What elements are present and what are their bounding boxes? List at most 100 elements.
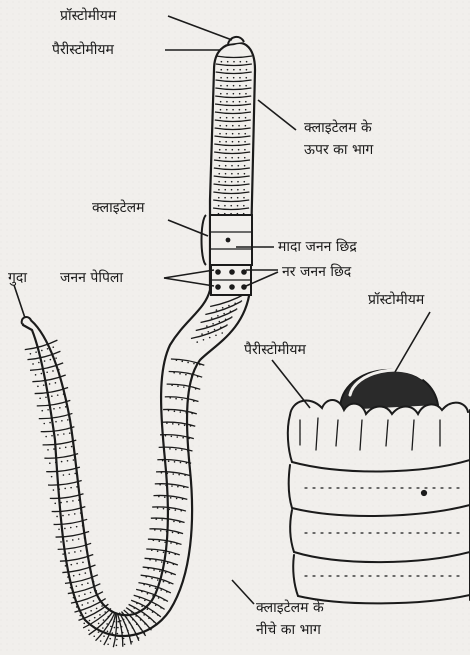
seta-dot [84, 537, 86, 539]
seta-dot [39, 398, 41, 400]
seta-dot [140, 619, 142, 621]
seta-dot [90, 592, 92, 594]
seta-dot [54, 503, 56, 505]
seta-dot [239, 85, 241, 87]
seta-dot [193, 400, 195, 402]
seta-dot [57, 475, 59, 477]
seta-dot [67, 419, 69, 421]
seta-dot [191, 375, 193, 377]
seta-dot [159, 484, 161, 486]
seta-dot [245, 93, 247, 95]
seta-dot [195, 388, 197, 390]
seta-dot [243, 181, 245, 183]
seta-dot [63, 433, 65, 435]
seta-dot [181, 449, 183, 451]
seta-dot [143, 584, 145, 586]
seta-dot [136, 623, 138, 625]
seta-dot [47, 409, 49, 411]
seta-dot [243, 205, 245, 207]
seta-dot [188, 438, 190, 440]
label-female-pore: मादा जनन छिद्र [278, 238, 357, 255]
seta-dot [117, 627, 119, 629]
seta-dot [219, 321, 221, 323]
seta-dot [49, 383, 51, 385]
seta-dot [67, 460, 69, 462]
seta-dot [207, 331, 209, 333]
seta-dot [90, 610, 92, 612]
seta-dot [174, 410, 176, 412]
seta-dot [80, 550, 82, 552]
seta-dot [160, 530, 162, 532]
seta-dot [245, 117, 247, 119]
seta-dot [93, 581, 95, 583]
seta-dot [178, 424, 180, 426]
seta-dot [132, 627, 134, 629]
seta-dot [103, 619, 105, 621]
seta-dot [107, 643, 109, 645]
seta-dot [70, 527, 72, 529]
seta-dot [79, 615, 81, 617]
seta-dot [180, 510, 182, 512]
seta-dot [209, 337, 211, 339]
seta-dot [45, 436, 47, 438]
seta-dot [56, 516, 58, 518]
seta-dot [161, 472, 163, 474]
female-pore-dot [226, 238, 231, 243]
seta-dot [219, 165, 221, 167]
seta-dot [186, 462, 188, 464]
seta-dot [148, 618, 150, 620]
seta-dot [187, 362, 189, 364]
seta-dot [74, 551, 76, 553]
seta-dot [73, 575, 75, 577]
seta-dot [106, 623, 108, 625]
seta-dot [89, 620, 91, 622]
seta-dot [154, 529, 156, 531]
seta-dot [176, 436, 178, 438]
seta-dot [153, 569, 155, 571]
seta-dot [237, 205, 239, 207]
seta-dot [179, 373, 181, 375]
label-clitellum-upper-2: ऊपर का भाग [304, 142, 374, 158]
seta-dot [238, 133, 240, 135]
seta-dot [169, 553, 171, 555]
seta-dot [180, 462, 182, 464]
seta-dot [70, 487, 72, 489]
seta-dot [238, 141, 240, 143]
seta-dot [52, 370, 54, 372]
seta-dot [116, 639, 118, 641]
seta-dot [57, 394, 59, 396]
seta-dot [245, 85, 247, 87]
seta-dot [163, 447, 165, 449]
seta-dot [238, 157, 240, 159]
seta-dot [193, 363, 195, 365]
seta-dot [59, 407, 61, 409]
seta-dot [226, 109, 228, 111]
seta-dot [231, 316, 233, 318]
seta-dot [163, 599, 165, 601]
label-prostomium-detail: प्रॉस्टोमीयम [368, 291, 425, 308]
seta-dot [35, 374, 37, 376]
seta-dot [206, 325, 208, 327]
seta-dot [153, 540, 155, 542]
seta-dot [225, 173, 227, 175]
seta-dot [55, 357, 57, 359]
seta-dot [246, 69, 248, 71]
seta-dot [238, 125, 240, 127]
seta-dot [196, 341, 198, 343]
seta-dot [238, 117, 240, 119]
seta-dot [177, 486, 179, 488]
seta-dot [72, 500, 74, 502]
seta-dot [236, 308, 238, 310]
seta-dot [245, 77, 247, 79]
seta-dot [61, 461, 63, 463]
seta-dot [86, 549, 88, 551]
seta-dot [147, 593, 149, 595]
seta-dot [109, 638, 111, 640]
seta-dot [226, 93, 228, 95]
seta-dot [220, 69, 222, 71]
seta-dot [175, 398, 177, 400]
seta-dot [171, 436, 173, 438]
seta-dot [51, 476, 53, 478]
seta-dot [121, 626, 123, 628]
seta-dot [226, 101, 228, 103]
